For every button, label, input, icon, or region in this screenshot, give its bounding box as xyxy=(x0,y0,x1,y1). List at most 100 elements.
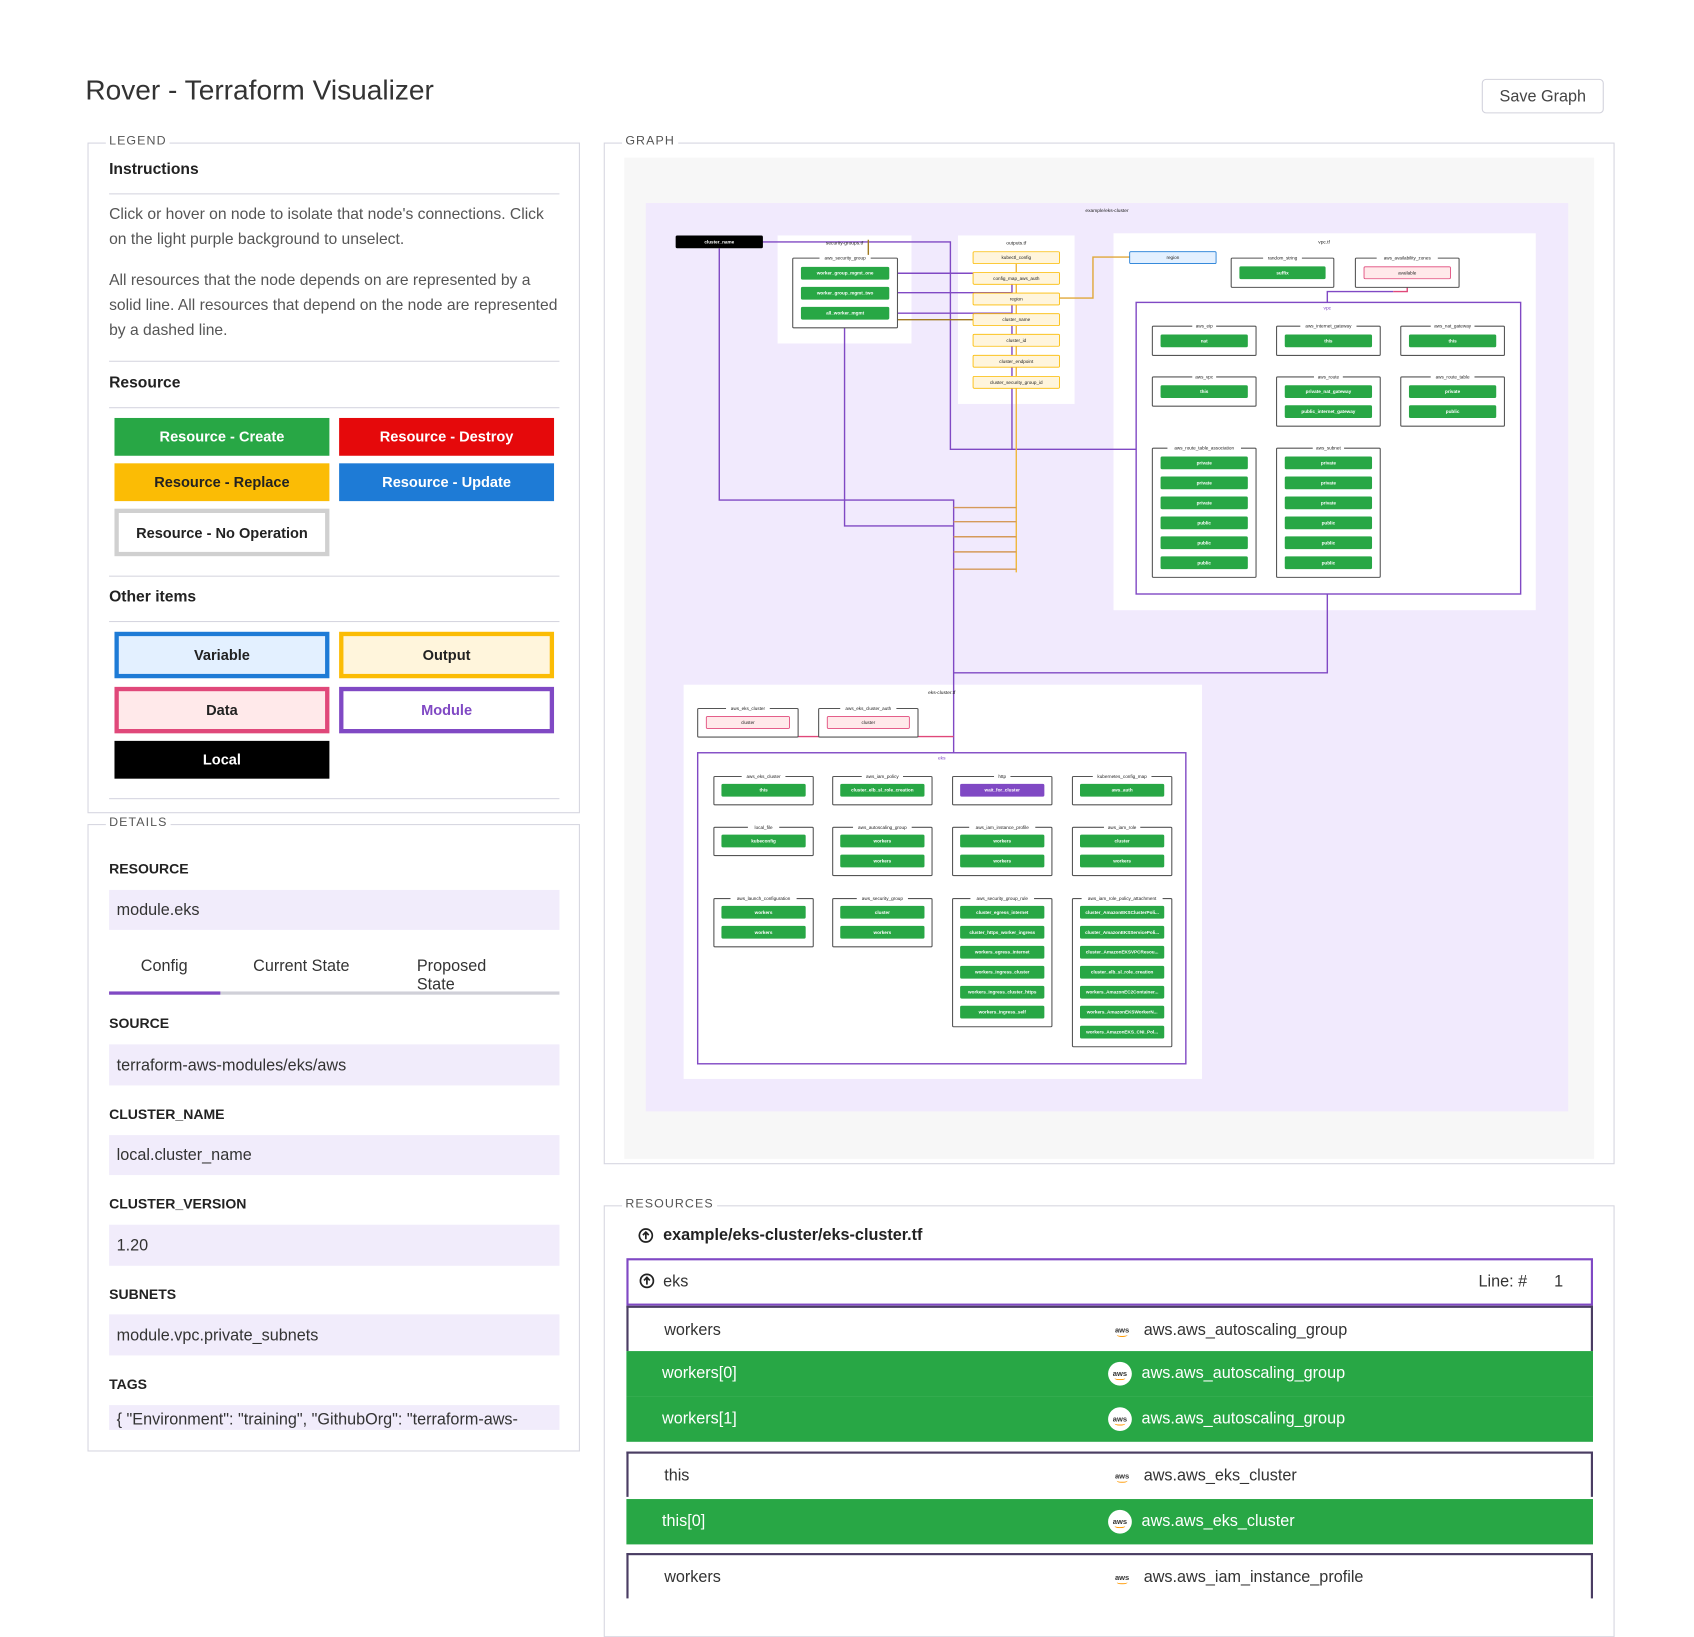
graph-node-create[interactable] xyxy=(1284,536,1373,550)
graph-node-create[interactable] xyxy=(1080,854,1165,868)
graph-node-create[interactable] xyxy=(960,905,1045,919)
graph-node-create[interactable] xyxy=(840,783,925,797)
graph-node-create[interactable] xyxy=(721,925,806,939)
graph-node-create[interactable] xyxy=(1284,516,1373,530)
graph-node-create[interactable] xyxy=(1160,476,1248,490)
graph-node-create[interactable] xyxy=(1080,1005,1165,1019)
graph-node-create[interactable] xyxy=(800,266,890,280)
graph-node-create[interactable] xyxy=(1408,334,1497,348)
graph-node-data[interactable] xyxy=(705,716,790,729)
graph-node-data[interactable] xyxy=(826,716,910,729)
graph-node-label: workers xyxy=(872,858,891,863)
graph-node-module[interactable] xyxy=(960,783,1045,797)
graph-node-create[interactable] xyxy=(1080,945,1165,959)
source-value: terraform-aws-modules/eks/aws xyxy=(109,1044,560,1086)
graph-node-label: workers xyxy=(754,910,773,915)
graph-node-create[interactable] xyxy=(1160,334,1248,348)
graph-node-create[interactable] xyxy=(960,965,1045,979)
graph-node-create[interactable] xyxy=(960,854,1045,868)
collapse-module-icon[interactable] xyxy=(639,1273,655,1294)
graph-node-create[interactable] xyxy=(1284,476,1373,490)
graph-node-local[interactable] xyxy=(675,235,763,249)
graph-node-label: workers_AmazonEC2Container... xyxy=(1085,990,1158,995)
graph-node-create[interactable] xyxy=(840,905,925,919)
graph-node-create[interactable] xyxy=(1408,385,1497,398)
graph-node-create[interactable] xyxy=(1160,516,1248,530)
graph-node-create[interactable] xyxy=(1160,536,1248,550)
graph-node-create[interactable] xyxy=(800,306,890,320)
graph-node-create[interactable] xyxy=(1080,905,1165,919)
graph-node-create[interactable] xyxy=(1080,925,1165,939)
graph-node-create[interactable] xyxy=(1160,385,1248,398)
graph-node-create[interactable] xyxy=(1160,496,1248,510)
graph-node-create[interactable] xyxy=(960,925,1045,939)
graph-node-output[interactable] xyxy=(972,271,1060,285)
tab-config[interactable]: Config xyxy=(140,956,188,976)
graph-node-create[interactable] xyxy=(721,834,806,848)
graph-node-create[interactable] xyxy=(1080,1025,1165,1039)
graph-node-create[interactable] xyxy=(800,286,890,300)
graph-node-data[interactable] xyxy=(1363,266,1451,280)
graph-node-create[interactable] xyxy=(1284,334,1373,348)
graph-node-create[interactable] xyxy=(840,834,925,848)
tab-proposed-state[interactable]: Proposed State xyxy=(416,956,487,994)
graph-node-create[interactable] xyxy=(960,1005,1045,1019)
graph-node-label: private xyxy=(1445,389,1461,394)
graph-node-output[interactable] xyxy=(972,292,1060,306)
graph-node-output[interactable] xyxy=(972,375,1060,389)
group-title-bg xyxy=(994,773,1011,780)
graph-node-label: cluster_elb_sl_role_creation xyxy=(1091,970,1154,975)
resource-file-name[interactable]: example/eks-cluster/eks-cluster.tf xyxy=(663,1225,923,1245)
graph-node-create[interactable] xyxy=(1408,405,1497,418)
graph-module-eks[interactable] xyxy=(696,752,1187,1065)
graph-node-create[interactable] xyxy=(721,905,806,919)
legend-data: Data xyxy=(114,686,330,734)
graph-node-label: private xyxy=(1321,500,1337,505)
graph-node-create[interactable] xyxy=(960,945,1045,959)
legend-module: Module xyxy=(339,686,555,734)
other-items-heading: Other items xyxy=(109,588,197,606)
graph-node-create[interactable] xyxy=(840,925,925,939)
graph-node-create[interactable] xyxy=(1284,456,1373,470)
tags-label: TAGS xyxy=(109,1375,148,1393)
graph-node-label: public xyxy=(1197,520,1211,525)
graph-node-create[interactable] xyxy=(1284,496,1373,510)
graph-node-output[interactable] xyxy=(972,333,1060,347)
group-title-bg xyxy=(1081,895,1163,902)
graph-node-label: private_nat_gateway xyxy=(1306,389,1352,394)
graph-node-create[interactable] xyxy=(1160,556,1248,570)
graph-node-create[interactable] xyxy=(1080,783,1165,797)
graph-node-output[interactable] xyxy=(972,354,1060,368)
graph-node-create[interactable] xyxy=(1160,456,1248,470)
graph-node-create[interactable] xyxy=(840,854,925,868)
graph-node-create[interactable] xyxy=(1284,385,1373,398)
save-graph-button[interactable]: Save Graph xyxy=(1481,78,1604,114)
module-row-eks[interactable]: eks Line: # 1 xyxy=(626,1258,1594,1306)
graph-node-output[interactable] xyxy=(972,251,1060,265)
graph-node-label: private xyxy=(1321,460,1337,465)
graph-node-create[interactable] xyxy=(1284,556,1373,570)
graph-node-create[interactable] xyxy=(1080,965,1165,979)
collapse-file-icon[interactable] xyxy=(638,1228,654,1249)
graph-node-create[interactable] xyxy=(721,783,806,797)
details-label: DETAILS xyxy=(105,816,171,830)
graph-node-output[interactable] xyxy=(972,313,1060,327)
graph-node-create[interactable] xyxy=(1080,834,1165,848)
graph-node-create[interactable] xyxy=(1284,405,1373,418)
graph-module-vpc[interactable] xyxy=(1135,301,1522,595)
graph-node-create[interactable] xyxy=(960,834,1045,848)
graph-node-create[interactable] xyxy=(960,985,1045,999)
graph-node-variable[interactable] xyxy=(1129,251,1217,264)
graph-node-create[interactable] xyxy=(1080,985,1165,999)
resource-type: aws.aws_iam_instance_profile xyxy=(1143,1568,1364,1587)
resource-label: RESOURCE xyxy=(109,860,189,877)
graph-node-create[interactable] xyxy=(1239,266,1326,280)
tab-current-state[interactable]: Current State xyxy=(253,956,350,976)
